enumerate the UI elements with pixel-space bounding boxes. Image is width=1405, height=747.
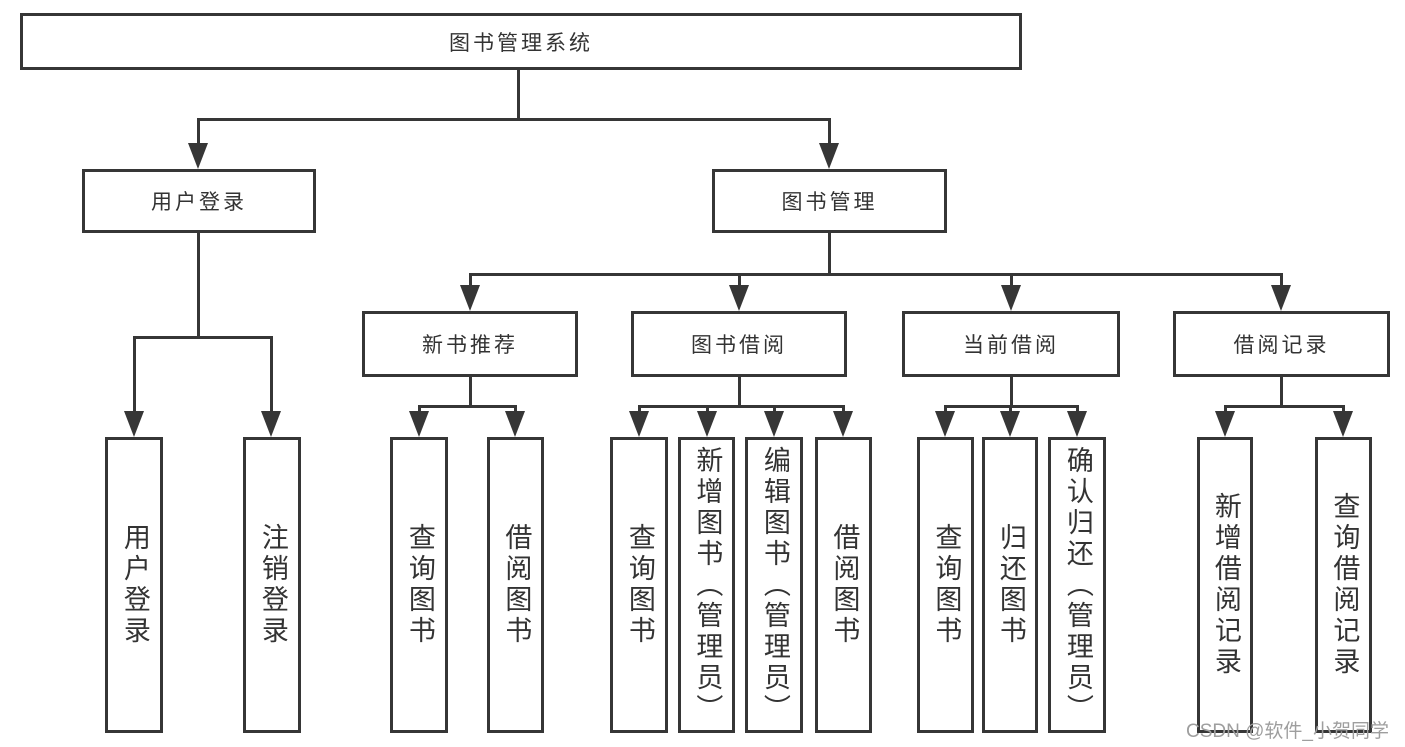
leaf-label: 用户登录 <box>119 523 150 647</box>
arrow-down-leaf <box>1067 411 1087 437</box>
connector-user-login-stem <box>197 233 200 336</box>
arrow-down-leaf <box>1000 411 1020 437</box>
arrow-down-logout-leaf <box>261 411 281 437</box>
arrow-down-leaf <box>764 411 784 437</box>
arrow-down-leaf <box>833 411 853 437</box>
connector-new-book-bus <box>418 405 517 408</box>
node-add-borrow-record: 新增借阅记录 <box>1197 437 1253 733</box>
leaf-label: 查询借阅记录 <box>1329 492 1360 678</box>
connector-drop-leaf <box>706 405 709 415</box>
connector-drop-leaf <box>1009 405 1012 415</box>
leaf-label: 借阅图书 <box>829 523 860 647</box>
connector-level2-bus <box>197 118 831 121</box>
connector-drop-book-borrow <box>738 273 741 287</box>
arrow-down-user-login-leaf <box>124 411 144 437</box>
arrow-down-user-login <box>188 143 208 169</box>
connector-drop-leaf <box>1342 405 1345 415</box>
node-new-book-recommendation: 新书推荐 <box>362 311 578 377</box>
node-user-login-leaf: 用户登录 <box>105 437 163 733</box>
connector-book-management-stem <box>828 233 831 273</box>
connector-drop-logout-leaf <box>270 336 273 413</box>
node-query-books-recommend: 查询图书 <box>390 437 448 733</box>
leaf-label: 借阅图书 <box>501 523 532 647</box>
node-query-books-current: 查询图书 <box>917 437 974 733</box>
arrow-down-new-book <box>460 285 480 311</box>
leaf-label: 编辑图书（管理员） <box>759 445 790 725</box>
connector-drop-leaf <box>842 405 845 415</box>
connector-drop-leaf <box>514 405 517 415</box>
connector-drop-user-login-leaf <box>133 336 136 413</box>
connector-drop-leaf <box>1076 405 1079 415</box>
node-borrowing-records: 借阅记录 <box>1173 311 1390 377</box>
arrow-down-leaf <box>697 411 717 437</box>
connector-book-borrow-bus <box>638 405 844 408</box>
node-borrow-books: 借阅图书 <box>815 437 872 733</box>
arrow-down-leaf <box>1333 411 1353 437</box>
connector-borrow-records-bus <box>1224 405 1344 408</box>
arrow-down-leaf <box>409 411 429 437</box>
connector-drop-borrow-records <box>1280 273 1283 287</box>
node-logout: 注销登录 <box>243 437 301 733</box>
arrow-down-leaf <box>935 411 955 437</box>
connector-new-book-stem <box>469 377 472 405</box>
leaf-label: 归还图书 <box>995 523 1026 647</box>
leaf-label: 新增借阅记录 <box>1210 492 1241 678</box>
connector-current-borrow-stem <box>1010 377 1013 405</box>
node-current-borrowing: 当前借阅 <box>902 311 1120 377</box>
connector-drop-leaf <box>944 405 947 415</box>
node-return-book: 归还图书 <box>982 437 1038 733</box>
connector-drop-leaf <box>418 405 421 415</box>
arrow-down-book-management <box>819 143 839 169</box>
connector-user-login-bus <box>133 336 273 339</box>
arrow-down-borrow-records <box>1271 285 1291 311</box>
connector-root-stem <box>517 70 520 118</box>
watermark: CSDN @软件_小贺同学 <box>1186 721 1389 742</box>
arrow-down-leaf <box>629 411 649 437</box>
connector-book-borrow-stem <box>738 377 741 405</box>
node-edit-book-admin: 编辑图书（管理员） <box>745 437 803 733</box>
leaf-label: 查询图书 <box>931 523 962 647</box>
node-library-management-system: 图书管理系统 <box>20 13 1022 70</box>
arrow-down-current-borrow <box>1001 285 1021 311</box>
node-query-borrow-record: 查询借阅记录 <box>1315 437 1372 733</box>
connector-drop-current-borrow <box>1010 273 1013 287</box>
leaf-label: 查询图书 <box>404 523 435 647</box>
connector-drop-book-management <box>828 118 831 144</box>
node-book-management: 图书管理 <box>712 169 947 233</box>
leaf-label: 查询图书 <box>624 523 655 647</box>
arrow-down-leaf <box>505 411 525 437</box>
node-add-book-admin: 新增图书（管理员） <box>678 437 735 733</box>
connector-drop-leaf <box>1224 405 1227 415</box>
node-confirm-return-admin: 确认归还（管理员） <box>1048 437 1106 733</box>
connector-drop-user-login <box>197 118 200 144</box>
arrow-down-book-borrow <box>729 285 749 311</box>
connector-level3-bus <box>469 273 1283 276</box>
connector-borrow-records-stem <box>1280 377 1283 405</box>
node-book-borrowing: 图书借阅 <box>631 311 847 377</box>
leaf-label: 确认归还（管理员） <box>1062 445 1093 725</box>
leaf-label: 注销登录 <box>257 523 288 647</box>
node-query-books-borrowing: 查询图书 <box>610 437 668 733</box>
connector-drop-leaf <box>773 405 776 415</box>
leaf-label: 新增图书（管理员） <box>692 445 723 725</box>
arrow-down-leaf <box>1215 411 1235 437</box>
node-borrow-books-recommend: 借阅图书 <box>487 437 544 733</box>
connector-drop-new-book <box>469 273 472 287</box>
connector-drop-leaf <box>638 405 641 415</box>
node-user-login: 用户登录 <box>82 169 316 233</box>
